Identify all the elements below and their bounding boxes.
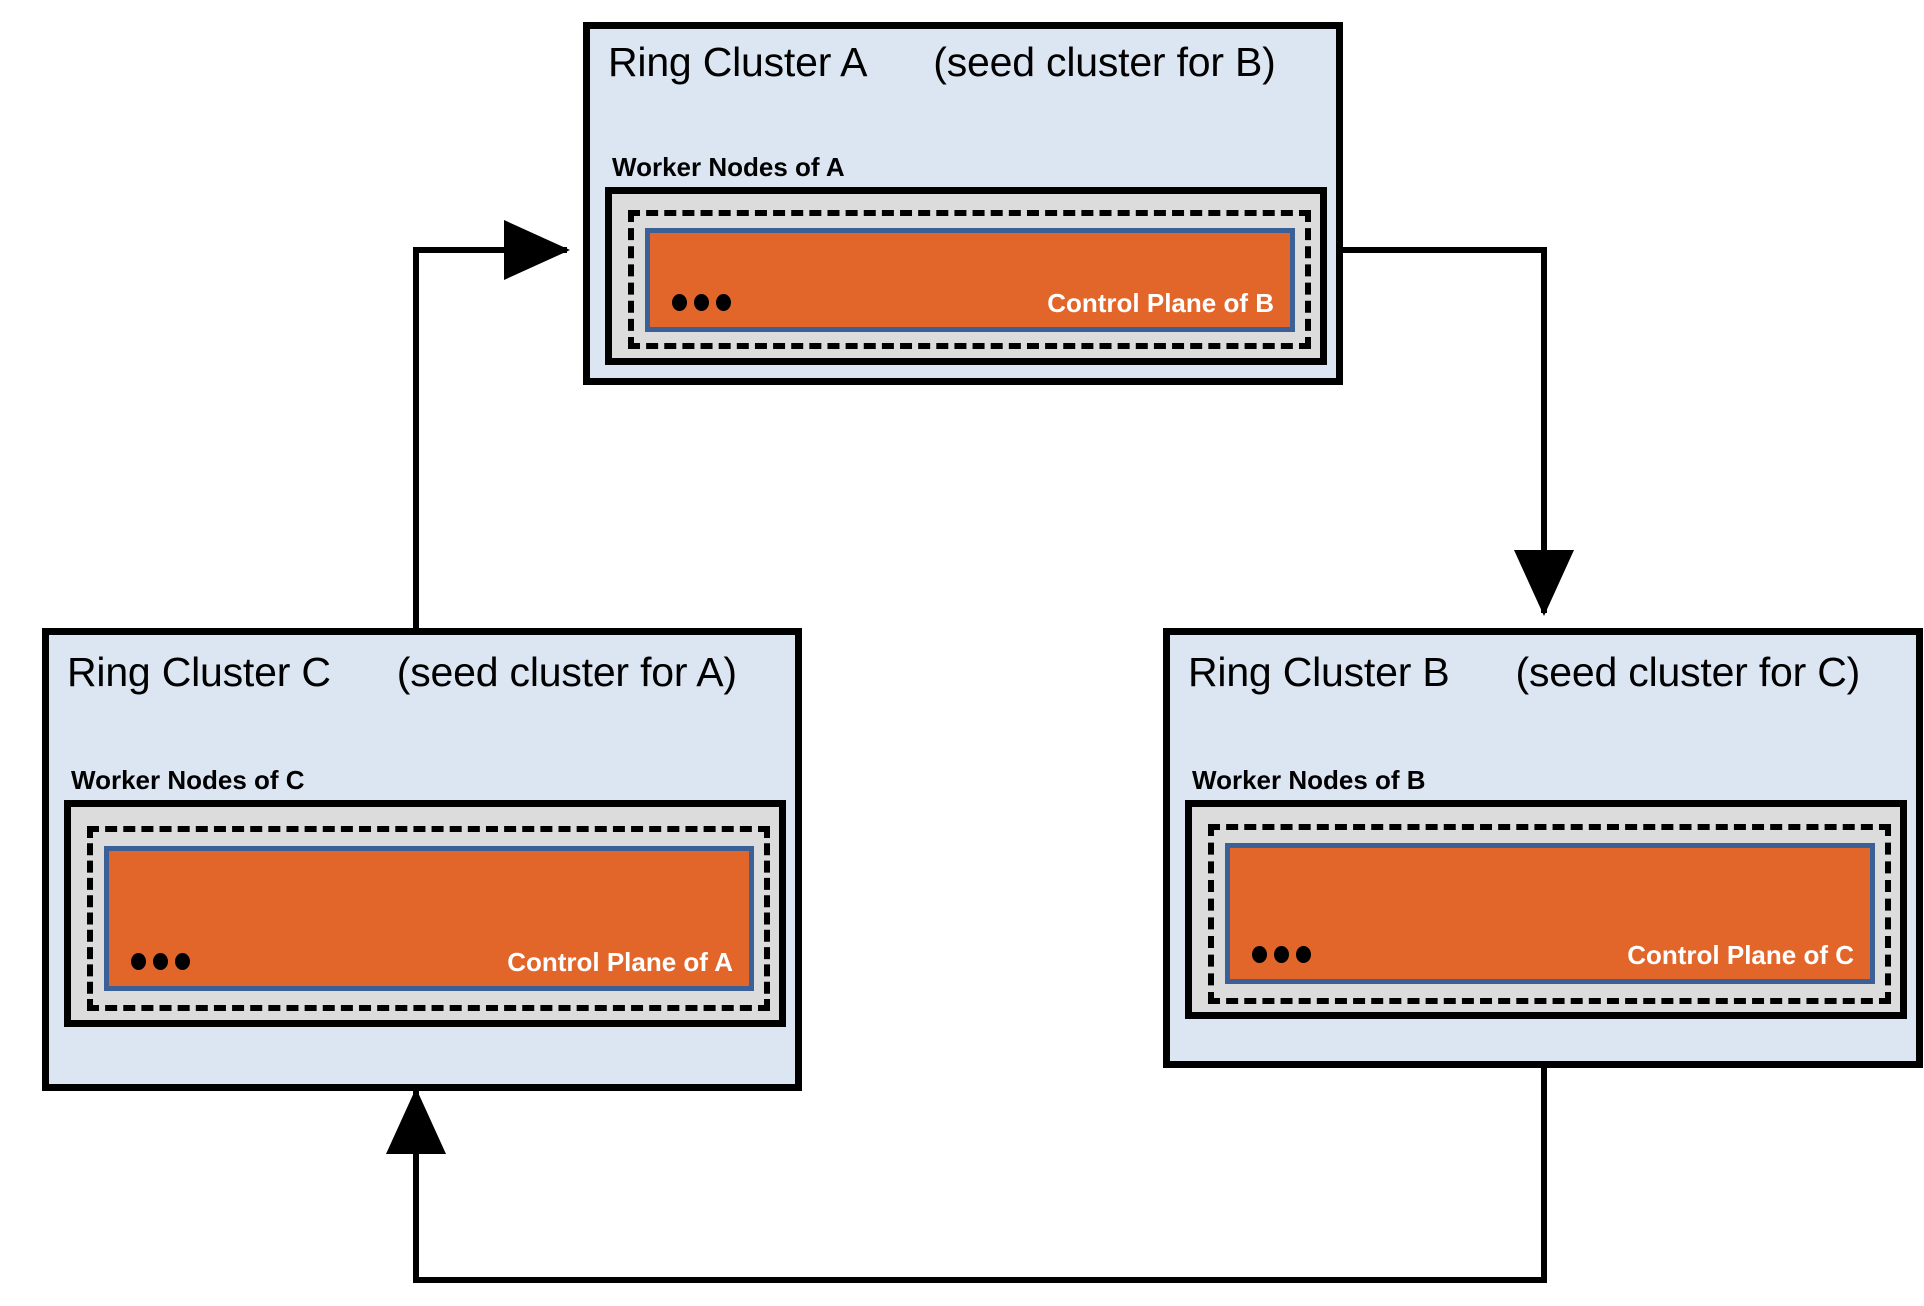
cluster-a-seed-note: (seed cluster for B) (933, 39, 1276, 85)
cluster-a-title: Ring Cluster A (seed cluster for B) (608, 39, 1276, 86)
cluster-a-name: Ring Cluster A (608, 39, 868, 85)
cluster-c-worker-frame: Control Plane of A (64, 800, 786, 1027)
cluster-a-worker-frame: Control Plane of B (605, 187, 1327, 365)
cluster-c-name: Ring Cluster C (67, 649, 331, 695)
cluster-c-dashed-frame (87, 826, 770, 1011)
cluster-c-title: Ring Cluster C (seed cluster for A) (67, 649, 737, 696)
cluster-a-dashed-frame (628, 210, 1311, 349)
cluster-c-control-plane-label: Control Plane of A (507, 947, 733, 978)
cluster-c[interactable]: Ring Cluster C (seed cluster for A) Worke… (42, 628, 802, 1091)
cluster-a-control-plane[interactable]: Control Plane of B (645, 228, 1295, 332)
cluster-a-ellipsis-icon (672, 294, 731, 311)
arrow-a-to-b (1342, 247, 1574, 616)
cluster-b-seed-note: (seed cluster for C) (1515, 649, 1861, 695)
cluster-b-name: Ring Cluster B (1188, 649, 1450, 695)
cluster-c-seed-note: (seed cluster for A) (396, 649, 737, 695)
cluster-b-ellipsis-icon (1252, 946, 1311, 963)
cluster-b-control-plane-label: Control Plane of C (1627, 940, 1854, 971)
cluster-c-worker-label: Worker Nodes of C (71, 765, 305, 795)
cluster-a-control-plane-label: Control Plane of B (1047, 288, 1274, 319)
arrow-c-to-a (413, 220, 570, 628)
cluster-a[interactable]: Ring Cluster A (seed cluster for B) Worke… (583, 22, 1343, 385)
cluster-b-title: Ring Cluster B (seed cluster for C) (1188, 649, 1860, 696)
arrow-b-to-c (386, 1068, 1547, 1283)
cluster-b-control-plane[interactable]: Control Plane of C (1225, 843, 1875, 984)
cluster-c-ellipsis-icon (131, 953, 190, 970)
cluster-b[interactable]: Ring Cluster B (seed cluster for C) Worke… (1163, 628, 1923, 1068)
cluster-a-worker-label: Worker Nodes of A (612, 152, 845, 182)
cluster-b-worker-frame: Control Plane of C (1185, 800, 1907, 1019)
cluster-b-dashed-frame (1208, 824, 1891, 1004)
cluster-b-worker-label: Worker Nodes of B (1192, 765, 1426, 795)
cluster-c-control-plane[interactable]: Control Plane of A (104, 846, 754, 991)
